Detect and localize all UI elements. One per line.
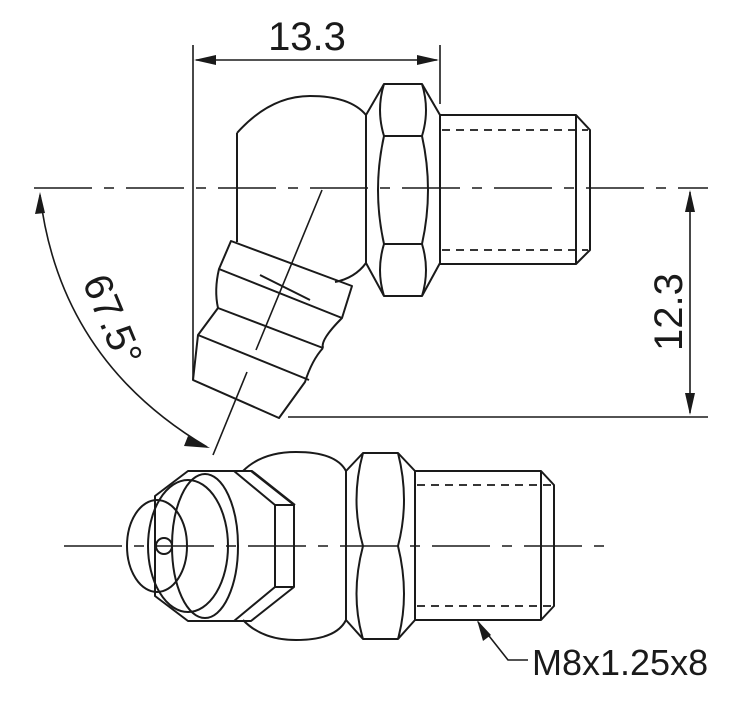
nipple-head (126, 473, 239, 619)
thread-callout: M8x1.25x8 (477, 620, 708, 683)
dimension-label-12-3: 12.3 (647, 273, 691, 351)
thread-callout-label: M8x1.25x8 (532, 642, 708, 683)
dimension-13-3: 13.3 (192, 15, 441, 380)
dimension-12-3: 12.3 (288, 190, 708, 418)
dimension-angle: 67.5° (35, 192, 210, 448)
thread-shank-bottom (415, 470, 555, 621)
front-view: M8x1.25x8 (64, 451, 708, 683)
thread-shank-top (440, 114, 591, 265)
hex-nut-top (365, 83, 441, 297)
ball-body-bottom (242, 451, 347, 641)
grease-hole (155, 537, 173, 555)
angled-nipple-head (192, 240, 353, 419)
nipple-hex-base (154, 470, 296, 622)
side-view: 13.3 (34, 15, 708, 456)
ball-body (236, 95, 367, 283)
dimension-label-angle: 67.5° (74, 268, 151, 372)
dimension-label-13-3: 13.3 (268, 15, 346, 59)
angled-axis (255, 189, 323, 351)
